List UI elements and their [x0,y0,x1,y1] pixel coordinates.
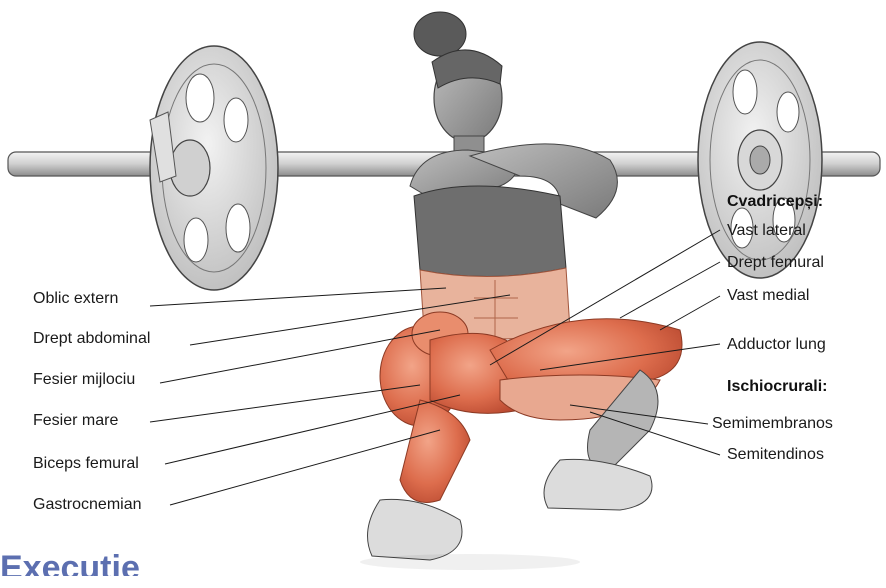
heading-cvadricepsi: Cvadricepși: [727,193,823,211]
section-title: Execuție [0,548,140,588]
leader-drept-femural [620,262,720,318]
left-weight-plate [150,46,278,290]
left-shoe [368,499,463,560]
athlete-figure [360,12,682,570]
label-semitendinos: Semitendinos [727,446,824,464]
label-fesier-mijlociu: Fesier mijlociu [33,371,135,389]
leader-fesier-mare [150,385,420,422]
right-weight-plate [698,42,822,278]
label-vast-lateral: Vast lateral [727,222,806,240]
label-oblic-extern: Oblic extern [33,290,118,308]
label-adductor-lung: Adductor lung [727,336,826,354]
label-biceps-femural: Biceps femural [33,455,139,473]
hair-bun [414,12,466,56]
label-semimembranos: Semimembranos [712,415,833,433]
leader-gastrocnemian [170,430,440,505]
sports-top [414,186,566,277]
leader-oblic-extern [150,288,446,306]
label-vast-medial: Vast medial [727,287,809,305]
heading-ischiocrurali: Ischiocrurali: [727,378,827,396]
label-fesier-mare: Fesier mare [33,412,118,430]
label-gastrocnemian: Gastrocnemian [33,496,142,514]
leader-vast-medial [660,296,720,330]
label-drept-abdominal: Drept abdominal [33,330,150,348]
label-drept-femural: Drept femural [727,254,824,272]
right-shoe [544,459,652,510]
